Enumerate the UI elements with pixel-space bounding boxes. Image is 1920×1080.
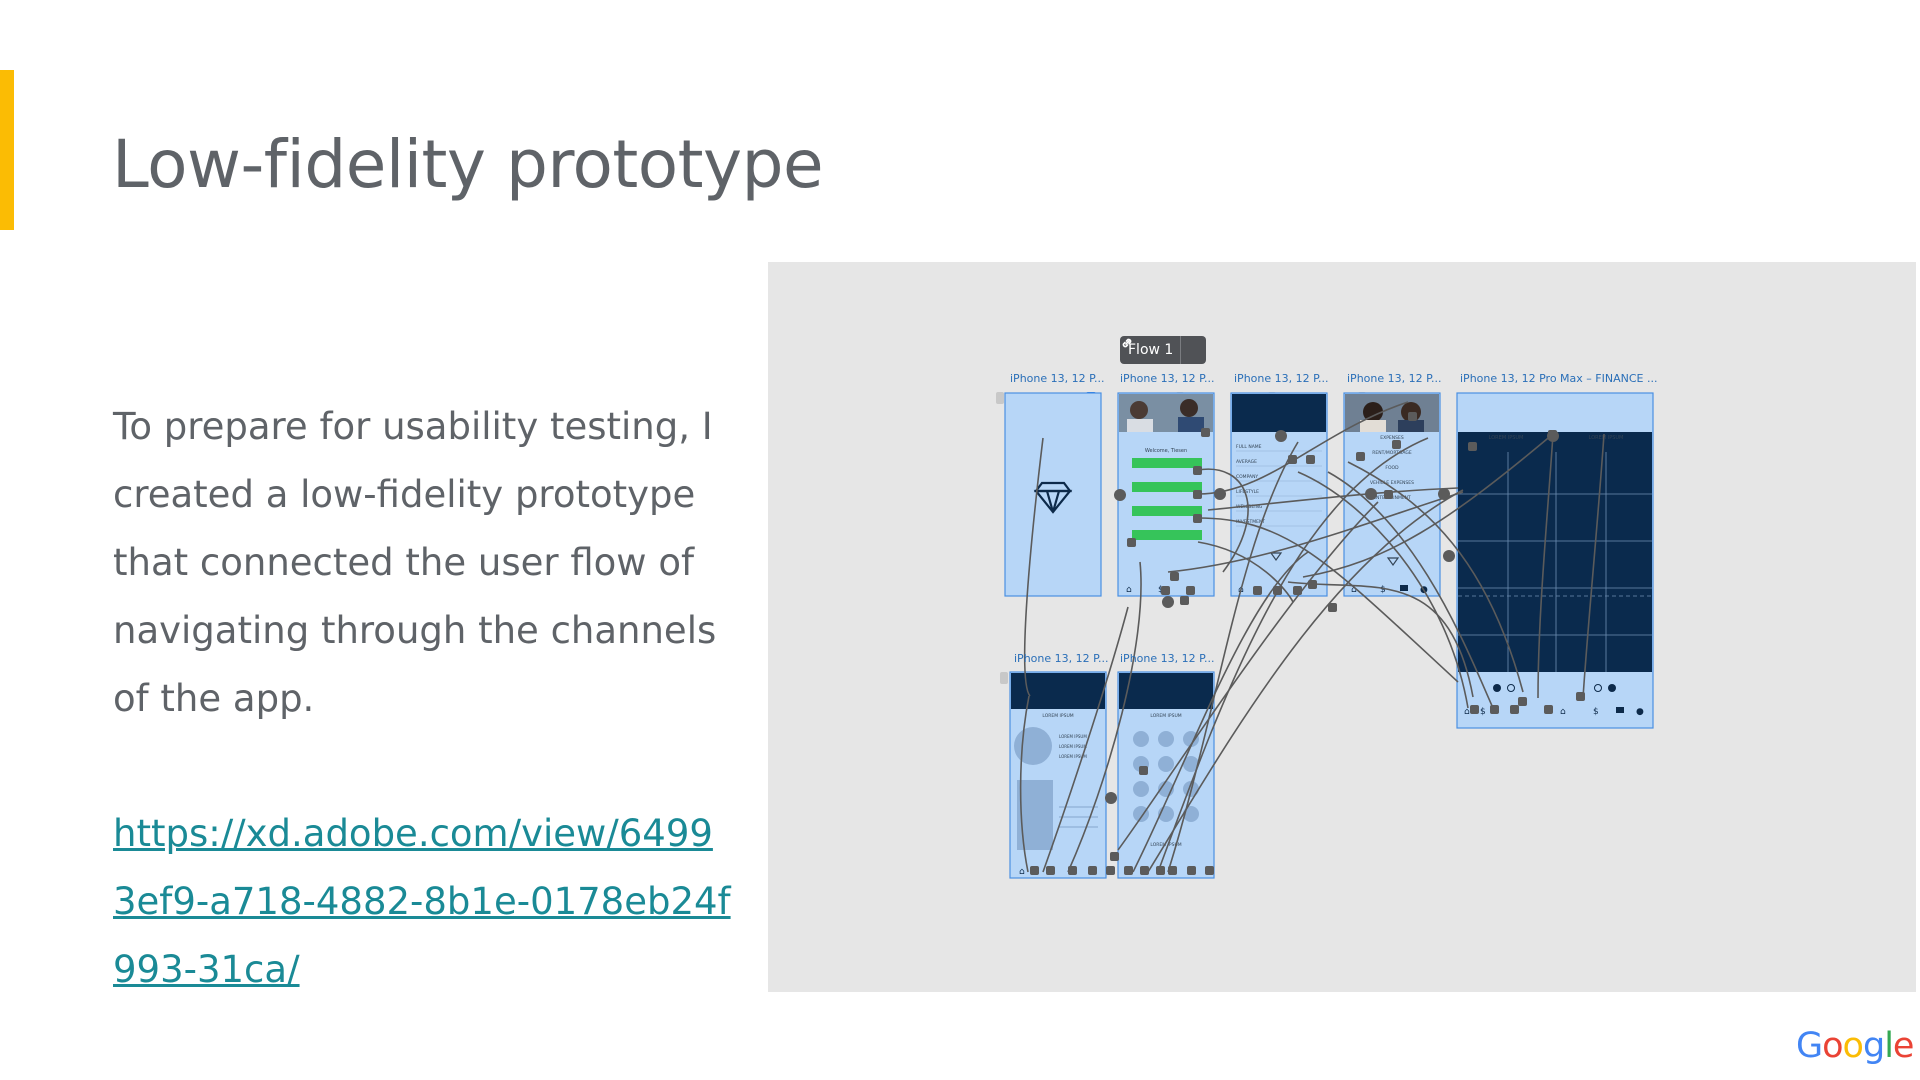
list-item: FULL NAME bbox=[1236, 444, 1262, 450]
profile-line: LOREM IPSUM bbox=[1059, 754, 1087, 759]
svg-text:●: ● bbox=[1636, 707, 1644, 717]
body-line: To prepare for usability testing, I bbox=[113, 405, 713, 448]
flow-label: Flow 1 bbox=[1128, 342, 1174, 358]
artboard-finance: LOREM IPSUM LOREM IPSUM bbox=[1456, 392, 1654, 729]
svg-text:⌂: ⌂ bbox=[1351, 585, 1357, 595]
artboard-label: iPhone 13, 12 P... bbox=[1234, 372, 1329, 385]
logo-letter: g bbox=[1862, 1026, 1885, 1066]
artboard-label: iPhone 13, 12 P... bbox=[1120, 652, 1215, 665]
svg-text:⌂: ⌂ bbox=[1126, 585, 1132, 595]
logo-letter: l bbox=[1884, 1026, 1894, 1066]
profile-line: LOREM IPSUM bbox=[1059, 734, 1087, 739]
expense-item: VEHICLE EXPENSES bbox=[1370, 480, 1414, 486]
body-line: that connected the user flow of bbox=[113, 541, 694, 584]
google-logo: Google bbox=[1796, 1026, 1915, 1066]
svg-text:$: $ bbox=[1593, 707, 1599, 717]
svg-text:$: $ bbox=[1480, 707, 1486, 717]
logo-letter: e bbox=[1892, 1026, 1915, 1066]
list-item: COMPANY bbox=[1236, 474, 1258, 480]
artboard-label: iPhone 13, 12 P... bbox=[1120, 372, 1215, 385]
prototype-canvas: Welcome, Tiesen FULL NAME AVERAGE COMPAN… bbox=[996, 392, 1654, 879]
artboard-lorem-profile: LOREM IPSUM LOREM IPSUM LOREM IPSUM LORE… bbox=[1009, 671, 1107, 879]
body-line: created a low-fidelity prototype bbox=[113, 473, 696, 516]
artboard-label: iPhone 13, 12 P... bbox=[1014, 652, 1109, 665]
artboard-profile-list: FULL NAME AVERAGE COMPANY LIFESTYLE WELL… bbox=[1230, 392, 1328, 597]
welcome-text: Welcome, Tiesen bbox=[1145, 448, 1187, 454]
grid-foot: LOREM IPSUM bbox=[1150, 842, 1181, 848]
list-item: LIFESTYLE bbox=[1236, 489, 1259, 495]
artboard-label: iPhone 13, 12 P... bbox=[1010, 372, 1105, 385]
finance-col: LOREM IPSUM bbox=[1489, 435, 1524, 441]
list-item: AVERAGE bbox=[1236, 459, 1257, 465]
body-line: navigating through the channels bbox=[113, 609, 717, 652]
profile-line: LOREM IPSUM bbox=[1059, 744, 1087, 749]
artboard-label: iPhone 13, 12 Pro Max – FINANCE ... bbox=[1460, 372, 1658, 385]
expense-item: FOOD bbox=[1385, 465, 1399, 471]
flow-tag[interactable]: Flow 1 bbox=[1120, 336, 1206, 364]
artboard-lorem-grid: LOREM IPSUM LOREM IPSUM bbox=[1117, 671, 1215, 879]
flow-divider bbox=[1180, 336, 1181, 364]
list-item: INVESTMENT bbox=[1236, 519, 1265, 525]
expense-item: RENT/MORTGAGE bbox=[1372, 450, 1412, 456]
svg-text:⌂: ⌂ bbox=[1019, 867, 1025, 877]
slide-title: Low-fidelity prototype bbox=[112, 126, 824, 203]
svg-text:$: $ bbox=[1158, 585, 1164, 595]
finance-col: LOREM IPSUM bbox=[1589, 435, 1624, 441]
prototype-screenshot: Welcome, Tiesen FULL NAME AVERAGE COMPAN… bbox=[768, 262, 1916, 992]
artboard-label: iPhone 13, 12 P... bbox=[1347, 372, 1442, 385]
accent-bar bbox=[0, 70, 14, 230]
logo-letter: o bbox=[1822, 1026, 1843, 1066]
logo-letter: G bbox=[1796, 1026, 1823, 1066]
list-item: WELLBEING bbox=[1236, 504, 1263, 510]
prototype-link[interactable]: https://xd.adobe.com/view/64993ef9-a718-… bbox=[113, 812, 731, 991]
link-icon-glyph bbox=[1122, 338, 1132, 348]
expense-item: EXPENSES bbox=[1380, 435, 1404, 441]
grid-head: LOREM IPSUM bbox=[1150, 713, 1181, 719]
artboard-splash bbox=[1004, 392, 1102, 597]
svg-text:$: $ bbox=[1380, 585, 1386, 595]
logo-letter: o bbox=[1842, 1026, 1864, 1066]
svg-text:⌂: ⌂ bbox=[1464, 707, 1470, 717]
profile-head: LOREM IPSUM bbox=[1042, 713, 1073, 719]
body-text: To prepare for usability testing, I crea… bbox=[113, 393, 733, 733]
svg-text:⌂: ⌂ bbox=[1560, 707, 1566, 717]
body-line: of the app. bbox=[113, 677, 315, 720]
